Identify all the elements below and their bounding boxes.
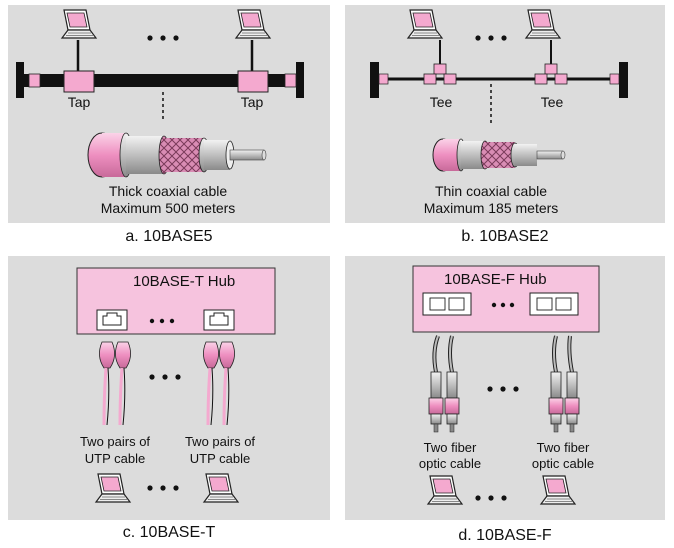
caption-10base5: a. 10BASE5: [125, 228, 213, 245]
fiber-cable-label-left-line1: Two fiber: [423, 440, 477, 455]
ellipsis-dots: [475, 302, 519, 501]
thick-coax-label: Thick coaxial cable: [108, 183, 228, 199]
fiber-port-icon: [529, 292, 579, 316]
laptop-icon: [203, 473, 239, 503]
laptop-icon: [95, 473, 131, 503]
caption-10baset: c. 10BASE-T: [122, 524, 216, 541]
laptop-icon: [540, 475, 576, 505]
fiber-cable-label-left-line2: optic cable: [418, 456, 482, 471]
tee-label-right: Tee: [540, 94, 564, 110]
thin-coax-cable-icon: [432, 138, 566, 172]
laptop-icon: [427, 475, 463, 505]
10basef-hub-title: 10BASE-F Hub: [444, 271, 547, 288]
laptop-icon: [61, 9, 97, 39]
panel-10base5: [8, 5, 330, 223]
laptop-icon: [407, 9, 443, 39]
tee-connector-right: [534, 63, 568, 85]
rj45-port-icon: [203, 309, 235, 331]
utp-cable-label-left-line2: UTP cable: [84, 451, 146, 466]
thin-coax-max-length: Maximum 185 meters: [423, 200, 559, 216]
fiber-cable-label-right-line2: optic cable: [531, 456, 595, 471]
utp-cable-right: [203, 341, 235, 426]
fiber-cable-right: [548, 335, 580, 433]
10baset-hub-title: 10BASE-T Hub: [133, 273, 236, 290]
utp-cable-label-left-line1: Two pairs of: [79, 434, 151, 449]
tee-label-left: Tee: [429, 94, 453, 110]
panel-10base2: [345, 5, 665, 223]
ellipsis-dots: [147, 318, 181, 491]
tee-connector-left: [423, 63, 457, 85]
utp-cable-label-right-line1: Two pairs of: [184, 434, 256, 449]
thin-coax-label: Thin coaxial cable: [434, 183, 548, 199]
ellipsis-dots: [147, 35, 179, 41]
utp-cable-label-right-line2: UTP cable: [189, 451, 251, 466]
tap-label-left: Tap: [67, 94, 91, 110]
tap-box-right: [237, 70, 269, 93]
utp-cable-left: [99, 341, 131, 426]
ellipsis-dots: [475, 35, 507, 41]
tap-box-left: [63, 70, 95, 93]
fiber-port-icon: [422, 292, 472, 316]
thick-coax-max-length: Maximum 500 meters: [100, 200, 236, 216]
fiber-cable-left: [428, 335, 460, 433]
tap-label-right: Tap: [240, 94, 264, 110]
rj45-port-icon: [96, 309, 128, 331]
caption-10base2: b. 10BASE2: [461, 228, 549, 245]
fiber-cable-label-right-line1: Two fiber: [536, 440, 590, 455]
caption-10basef: d. 10BASE-F: [458, 527, 552, 544]
laptop-icon: [235, 9, 271, 39]
laptop-icon: [525, 9, 561, 39]
thick-coax-cable-icon: [87, 132, 267, 178]
